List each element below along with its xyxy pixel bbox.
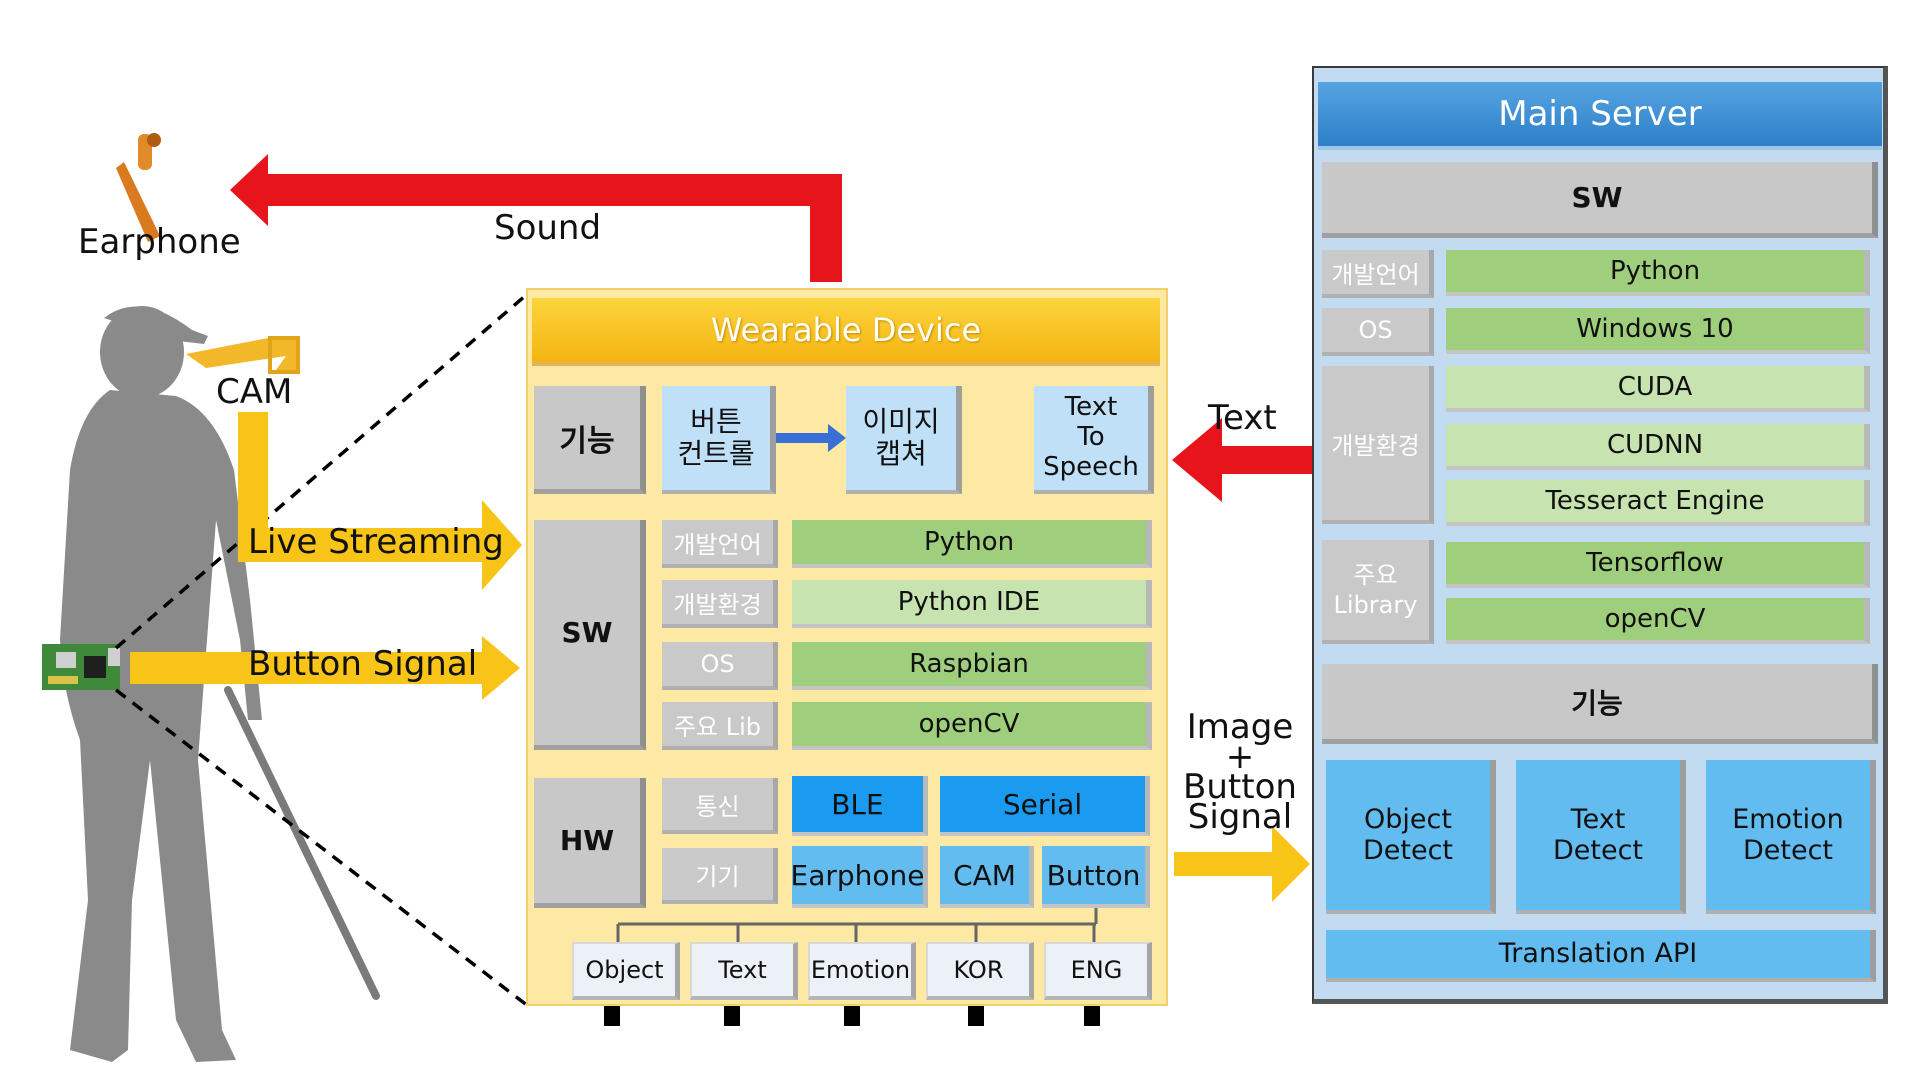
server-opencv-box: openCV	[1446, 598, 1870, 644]
object-select-button[interactable]: Object	[572, 942, 680, 1000]
wearable-hw-key-0: 통신	[662, 778, 778, 834]
server-key-dev-lang: 개발언어	[1322, 250, 1434, 298]
server-sw-label: SW	[1322, 162, 1878, 238]
sound-label: Sound	[494, 208, 602, 248]
button-signal-arrow	[130, 636, 520, 700]
object-detect-line2: Detect	[1362, 835, 1454, 866]
button-leg	[724, 1006, 740, 1026]
live-streaming-label: Live Streaming	[248, 522, 504, 562]
wearable-sw-key-0: 개발언어	[662, 520, 778, 568]
wearable-sw-key-3: 주요 Lib	[662, 702, 778, 750]
wearable-sw-value-1: Python IDE	[792, 580, 1152, 628]
zoom-line-top	[114, 288, 534, 650]
tts-line1: Text	[1064, 392, 1118, 423]
emotion-detect-line1: Emotion	[1732, 803, 1844, 835]
button-leg	[1084, 1006, 1100, 1026]
button-connector-tree	[616, 908, 1098, 942]
button-leg	[844, 1006, 860, 1026]
image-button-signal-label: Image + Button Signal	[1174, 707, 1306, 837]
board-device-icon	[42, 644, 120, 690]
server-windows-box: Windows 10	[1446, 308, 1870, 354]
button-leg	[604, 1006, 620, 1026]
wearable-sw-key-1: 개발환경	[662, 580, 778, 628]
sound-arrow	[230, 154, 842, 282]
wearable-hw-label: HW	[534, 778, 646, 908]
server-tensorflow-box: Tensorflow	[1446, 542, 1870, 588]
image-signal-arrow	[1174, 826, 1310, 902]
text-detect-line2: Detect	[1552, 835, 1644, 866]
signal-word: Signal	[1187, 797, 1293, 837]
server-key-dev-env: 개발환경	[1322, 366, 1434, 524]
button-control-line2: 컨트롤	[677, 437, 755, 470]
blue-arrow	[776, 424, 846, 452]
server-key-library: 주요 Library	[1322, 540, 1434, 644]
button-box: Button	[1042, 846, 1150, 908]
emotion-detect-box: Emotion Detect	[1706, 760, 1876, 914]
earphone-box: Earphone	[791, 846, 928, 908]
text-detect-box: Text Detect	[1516, 760, 1686, 914]
wearable-sw-key-2: OS	[662, 642, 778, 690]
serial-box: Serial	[940, 776, 1150, 836]
server-cudnn-box: CUDNN	[1446, 424, 1870, 470]
earphone-label: Earphone	[78, 222, 241, 262]
emotion-select-button[interactable]: Emotion	[808, 942, 916, 1000]
button-signal-label: Button Signal	[248, 644, 478, 684]
emotion-detect-line2: Detect	[1742, 835, 1834, 866]
plus-word: +	[1225, 737, 1255, 777]
server-func-label: 기능	[1322, 664, 1878, 744]
object-detect-box: Object Detect	[1326, 760, 1496, 914]
wearable-sw-value-0: Python	[792, 520, 1152, 568]
image-word: Image	[1186, 707, 1294, 747]
earphone-icon	[116, 133, 161, 242]
wearable-sw-label: SW	[534, 520, 646, 750]
ble-box: BLE	[792, 776, 928, 836]
button-word: Button	[1183, 767, 1297, 807]
wearable-device-title: Wearable Device	[532, 298, 1160, 366]
wearable-func-label: 기능	[534, 386, 646, 494]
wearable-sw-value-3: openCV	[792, 702, 1152, 750]
object-detect-line1: Object	[1364, 803, 1452, 835]
server-key-library-line2: Library	[1333, 591, 1418, 619]
live-streaming-arrow	[238, 412, 522, 590]
image-capture-line1: 이미지	[862, 404, 940, 438]
tts-box: Text To Speech	[1034, 386, 1154, 494]
cam-box: CAM	[940, 846, 1034, 908]
text-select-button[interactable]: Text	[690, 942, 798, 1000]
wearable-sw-value-2: Raspbian	[792, 642, 1152, 690]
image-capture-box: 이미지 캡쳐	[846, 386, 962, 494]
kor-select-button[interactable]: KOR	[926, 942, 1034, 1000]
camera-glasses-icon	[186, 336, 300, 374]
button-control-line1: 버튼	[690, 404, 742, 438]
server-python-box: Python	[1446, 250, 1870, 296]
server-key-library-line1: 주요	[1353, 561, 1398, 589]
server-tesseract-box: Tesseract Engine	[1446, 480, 1870, 526]
eng-select-button[interactable]: ENG	[1044, 942, 1152, 1000]
translation-api-box: Translation API	[1326, 930, 1876, 982]
cam-label: CAM	[216, 372, 293, 412]
image-capture-line2: 캡쳐	[875, 437, 927, 470]
text-detect-line1: Text	[1570, 803, 1626, 835]
button-control-box: 버튼 컨트롤	[662, 386, 776, 494]
button-leg	[968, 1006, 984, 1026]
cane-icon	[224, 686, 380, 1000]
main-server-title: Main Server	[1318, 82, 1882, 150]
server-key-os: OS	[1322, 308, 1434, 356]
zoom-line-bottom	[114, 688, 530, 1008]
server-cuda-box: CUDA	[1446, 366, 1870, 412]
person-icon	[60, 306, 262, 1062]
text-label: Text	[1208, 398, 1277, 438]
tts-line2: To	[1077, 422, 1105, 453]
wearable-hw-key-1: 기기	[662, 848, 778, 904]
text-arrow	[1172, 418, 1312, 502]
tts-line3: Speech	[1043, 451, 1139, 482]
